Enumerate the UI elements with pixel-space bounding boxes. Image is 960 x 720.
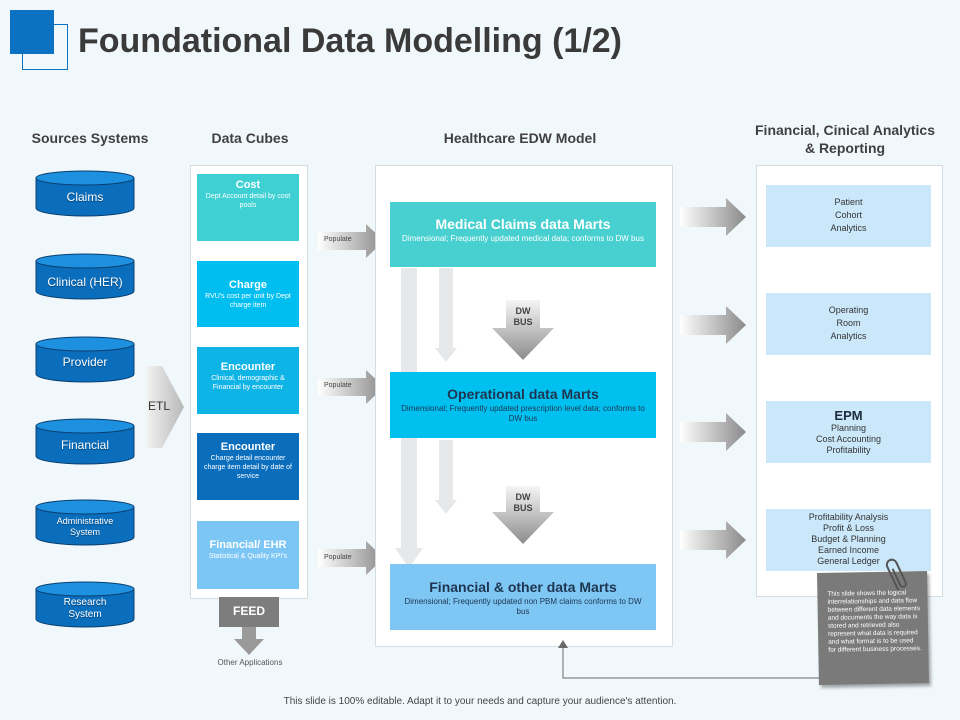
analytics-line: Cohort — [834, 210, 862, 220]
analytics-profitability: Profitability Analysis Profit & Loss Bud… — [766, 509, 931, 571]
populate-label: Populate — [324, 236, 352, 243]
populate-label: Populate — [324, 382, 352, 389]
analytics-line: Analytics — [830, 223, 867, 233]
analytics-operating-room: Operating Room Analytics — [766, 293, 931, 355]
mart-title: Medical Claims data Marts — [435, 216, 611, 232]
right-arrow-icon — [680, 306, 746, 344]
analytics-title: EPM — [834, 408, 863, 423]
analytics-line: Cost Accounting — [815, 434, 882, 444]
mart-subtitle: Dimensional; Frequently updated medical … — [402, 234, 644, 243]
cylinder-icon — [35, 499, 135, 546]
source-label: Administrative System — [56, 516, 114, 537]
analytics-line: Earned Income — [817, 545, 880, 555]
cube-subtitle: RVU's cost per unit by Dept charge item — [205, 293, 291, 309]
source-financial: Financial — [35, 418, 135, 465]
analytics-line: Planning — [830, 423, 867, 433]
dw-bus-arrow-icon — [492, 486, 554, 544]
mart-operational: Operational data Marts Dimensional; Freq… — [390, 372, 656, 438]
analytics-line: Room — [836, 318, 861, 328]
source-label: Clinical (HER) — [47, 275, 123, 289]
dw-bus-arrow-icon — [492, 300, 554, 360]
logo-square-filled — [10, 10, 54, 54]
etl-label: ETL — [148, 399, 171, 413]
analytics-line: Budget & Planning — [811, 534, 886, 544]
populate-arrow-icon — [318, 541, 384, 575]
source-label: Provider — [62, 355, 108, 369]
logo-square-outline — [22, 24, 68, 70]
cube-subtitle: Statistical & Quality KPI's — [208, 553, 288, 560]
cylinder-icon — [35, 336, 135, 383]
dw-bus-line: DW — [515, 306, 531, 316]
populate-arrow-icon — [318, 370, 384, 404]
sticky-note: This slide shows the logical interrelati… — [817, 571, 929, 685]
mart-medical-claims: Medical Claims data Marts Dimensional; F… — [390, 202, 656, 267]
heading-sources: Sources Systems — [31, 130, 149, 146]
analytics-line: Patient — [834, 197, 863, 207]
cube-subtitle: Charge detail encounter charge item deta… — [204, 455, 292, 480]
analytics-patient-cohort: Patient Cohort Analytics — [766, 185, 931, 247]
source-administrative: Administrative System — [35, 499, 135, 546]
feedback-loop-arrow — [558, 640, 823, 679]
analytics-line: Profitability — [826, 445, 871, 455]
mart-title: Financial & other data Marts — [429, 579, 617, 595]
dw-bus-label: DW BUS — [492, 306, 554, 328]
right-arrow-icon — [680, 413, 746, 451]
cube-title: Cost — [235, 179, 261, 191]
populate-label: Populate — [324, 554, 352, 561]
etl-chevron-icon — [146, 366, 184, 448]
cylinder-icon — [35, 418, 135, 465]
mart-title: Operational data Marts — [447, 386, 599, 402]
paperclip-icon — [885, 558, 907, 591]
other-applications-label: Other Applications — [217, 658, 283, 667]
right-arrow-icon — [680, 521, 746, 559]
analytics-epm: EPM Planning Cost Accounting Profitabili… — [766, 401, 931, 463]
mart-subtitle: Dimensional; Frequently updated non PBM … — [404, 597, 642, 616]
cube-subtitle: Clinical, demographic & Financial by enc… — [211, 375, 285, 391]
source-clinical: Clinical (HER) — [35, 253, 135, 300]
dw-bus-line: DW — [515, 492, 531, 502]
source-label: Financial — [60, 438, 110, 452]
footer-text: This slide is 100% editable. Adapt it to… — [283, 696, 677, 707]
cube-title: Encounter — [220, 361, 276, 373]
dw-bus-line: BUS — [513, 317, 533, 327]
analytics-line: Profitability Analysis — [808, 512, 889, 522]
page-title: Foundational Data Modelling (1/2) — [78, 22, 622, 60]
dw-bus-label: DW BUS — [492, 492, 554, 514]
source-provider: Provider — [35, 336, 135, 383]
right-arrow-icon — [680, 198, 746, 236]
analytics-line: Analytics — [830, 331, 867, 341]
source-label: Research System — [63, 597, 107, 620]
analytics-line: General Ledger — [817, 556, 880, 566]
source-research: Research System — [35, 581, 135, 628]
mart-financial-other: Financial & other data Marts Dimensional… — [390, 564, 656, 630]
heading-cubes: Data Cubes — [211, 130, 289, 146]
heading-edw: Healthcare EDW Model — [443, 130, 597, 146]
down-arrow-icon — [234, 627, 264, 655]
cylinder-icon — [35, 253, 135, 300]
dw-bus-line: BUS — [513, 503, 533, 513]
analytics-line: Profit & Loss — [822, 523, 875, 533]
source-label: Claims — [66, 190, 104, 204]
source-claims: Claims — [35, 170, 135, 217]
feed-box: FEED — [219, 597, 279, 627]
cube-encounter-charge: Encounter Charge detail encounter charge… — [197, 433, 299, 500]
cube-cost: Cost Dept Account detail by cost pools — [197, 174, 299, 241]
analytics-line: Operating — [828, 305, 869, 315]
mart-subtitle: Dimensional; Frequently updated prescrip… — [401, 404, 645, 423]
cube-title: Encounter — [220, 441, 276, 453]
heading-analytics: Financial, Cinical Analytics & Reporting — [755, 122, 935, 156]
populate-arrow-icon — [318, 224, 384, 258]
cube-subtitle: Dept Account detail by cost pools — [205, 193, 291, 209]
cube-encounter-clinical: Encounter Clinical, demographic & Financ… — [197, 347, 299, 414]
cube-charge: Charge RVU's cost per unit by Dept charg… — [197, 261, 299, 327]
cylinder-icon — [35, 170, 135, 217]
cube-title: Charge — [229, 279, 267, 291]
cube-financial-ehr: Financial/ EHR Statistical & Quality KPI… — [197, 521, 299, 589]
cylinder-icon — [35, 581, 135, 628]
cube-title: Financial/ EHR — [209, 539, 287, 551]
